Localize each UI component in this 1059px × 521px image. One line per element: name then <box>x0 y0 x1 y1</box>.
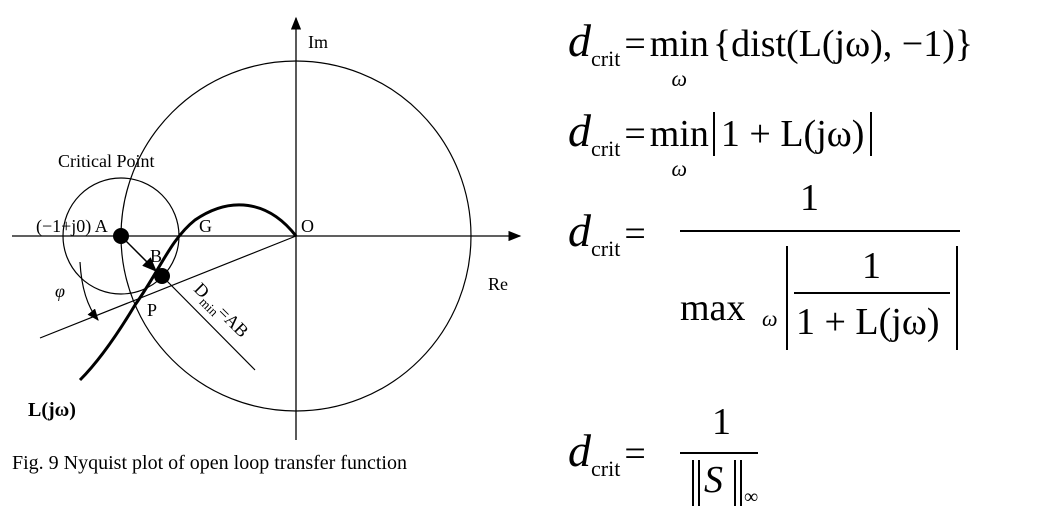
point-p-label: P <box>147 300 157 320</box>
nyquist-figure: Im Re Critical Point (−1+j0) A G O B P φ… <box>12 16 522 474</box>
eq3-frac-line <box>680 230 960 232</box>
phi-label: φ <box>55 281 65 301</box>
axis-re-label: Re <box>488 274 508 294</box>
eq2-body: 1 + L(jω) <box>712 112 873 156</box>
curve-label: L(jω) <box>28 399 76 421</box>
eq3-d: d <box>568 205 591 256</box>
eq1-omega: ω <box>671 66 688 91</box>
eq1-d: d <box>568 15 591 66</box>
eq3-crit: crit <box>591 236 621 261</box>
eq4-numerator: 1 <box>712 401 731 443</box>
eq4-inf: ∞ <box>744 486 759 508</box>
figure-caption: Fig. 9 Nyquist plot of open loop transfe… <box>12 452 407 474</box>
eq3-numerator: 1 <box>800 177 819 219</box>
nyquist-plot: Im Re Critical Point (−1+j0) A G O B P φ… <box>12 16 522 440</box>
point-g-label: G <box>199 216 212 236</box>
point-o-label: O <box>301 216 314 236</box>
phi-arc <box>79 261 99 321</box>
eq4-norm-r2 <box>740 460 742 506</box>
eq4-d: d <box>568 425 591 476</box>
eq4-crit: crit <box>591 456 621 481</box>
eq4-s: S <box>704 459 723 501</box>
ab-arrow <box>120 235 158 273</box>
point-a-dot <box>113 228 129 244</box>
eq3-inner-num: 1 <box>862 245 881 287</box>
eq1-crit: crit <box>591 46 621 71</box>
eq2-body-text: 1 + L(jω) <box>720 113 865 155</box>
eq3-abs-left <box>786 246 788 350</box>
eq3-max: max <box>680 287 746 329</box>
point-a-label: (−1+j0) A <box>36 216 108 237</box>
critical-point-label: Critical Point <box>58 151 155 171</box>
tangent-line <box>39 235 297 339</box>
eq3-lhs: dcrit = <box>568 204 646 262</box>
eq2-omega: ω <box>671 156 688 181</box>
eq1-body: {dist(L(jω), −1)} <box>712 23 974 65</box>
eq3-max-omega: ω <box>762 306 778 331</box>
eq2-crit: crit <box>591 136 621 161</box>
eq1-equals: = <box>624 23 646 65</box>
eq2-min-text: min <box>649 113 709 155</box>
eq2-d: d <box>568 105 591 156</box>
eq1-min-text: min <box>649 23 709 65</box>
eq4-norm-l1 <box>692 460 694 506</box>
eq3-inner-line <box>794 292 950 294</box>
eq4-norm-l2 <box>698 460 700 506</box>
point-b-label: B <box>150 246 162 266</box>
eq3-inner-den: 1 + L(jω) <box>796 301 940 343</box>
eq3-equals: = <box>624 213 646 255</box>
eq4-norm-r1 <box>734 460 736 506</box>
dmin-line <box>161 275 256 371</box>
eq4-frac-line <box>680 452 758 454</box>
eq3-abs-right <box>956 246 958 350</box>
eq4-lhs: dcrit = <box>568 424 646 482</box>
axis-im-label: Im <box>308 32 328 52</box>
nyquist-curve <box>78 203 298 382</box>
point-b-dot <box>154 268 170 284</box>
eq4-equals: = <box>624 433 646 475</box>
eq2-equals: = <box>624 113 646 155</box>
